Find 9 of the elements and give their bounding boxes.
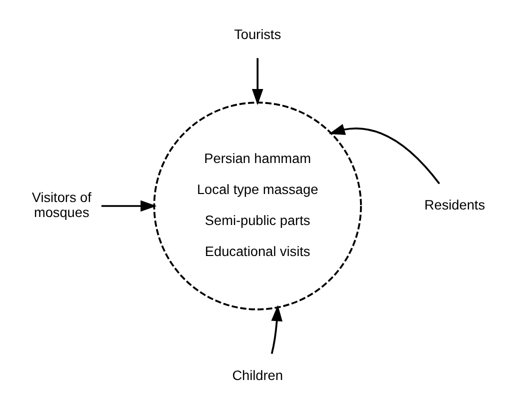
node-text: Tourists: [234, 27, 281, 42]
node-text: Residents: [424, 197, 485, 212]
node-text: Visitors of mosques: [31, 190, 91, 220]
arrow: [251, 58, 263, 106]
node-text: Children: [232, 368, 282, 383]
arrow: [100, 200, 156, 212]
arrow: [328, 124, 440, 184]
arrow: [270, 305, 282, 354]
node-circle: Persian hammam Local type massage Semi-public parts Educational visits: [152, 102, 362, 310]
